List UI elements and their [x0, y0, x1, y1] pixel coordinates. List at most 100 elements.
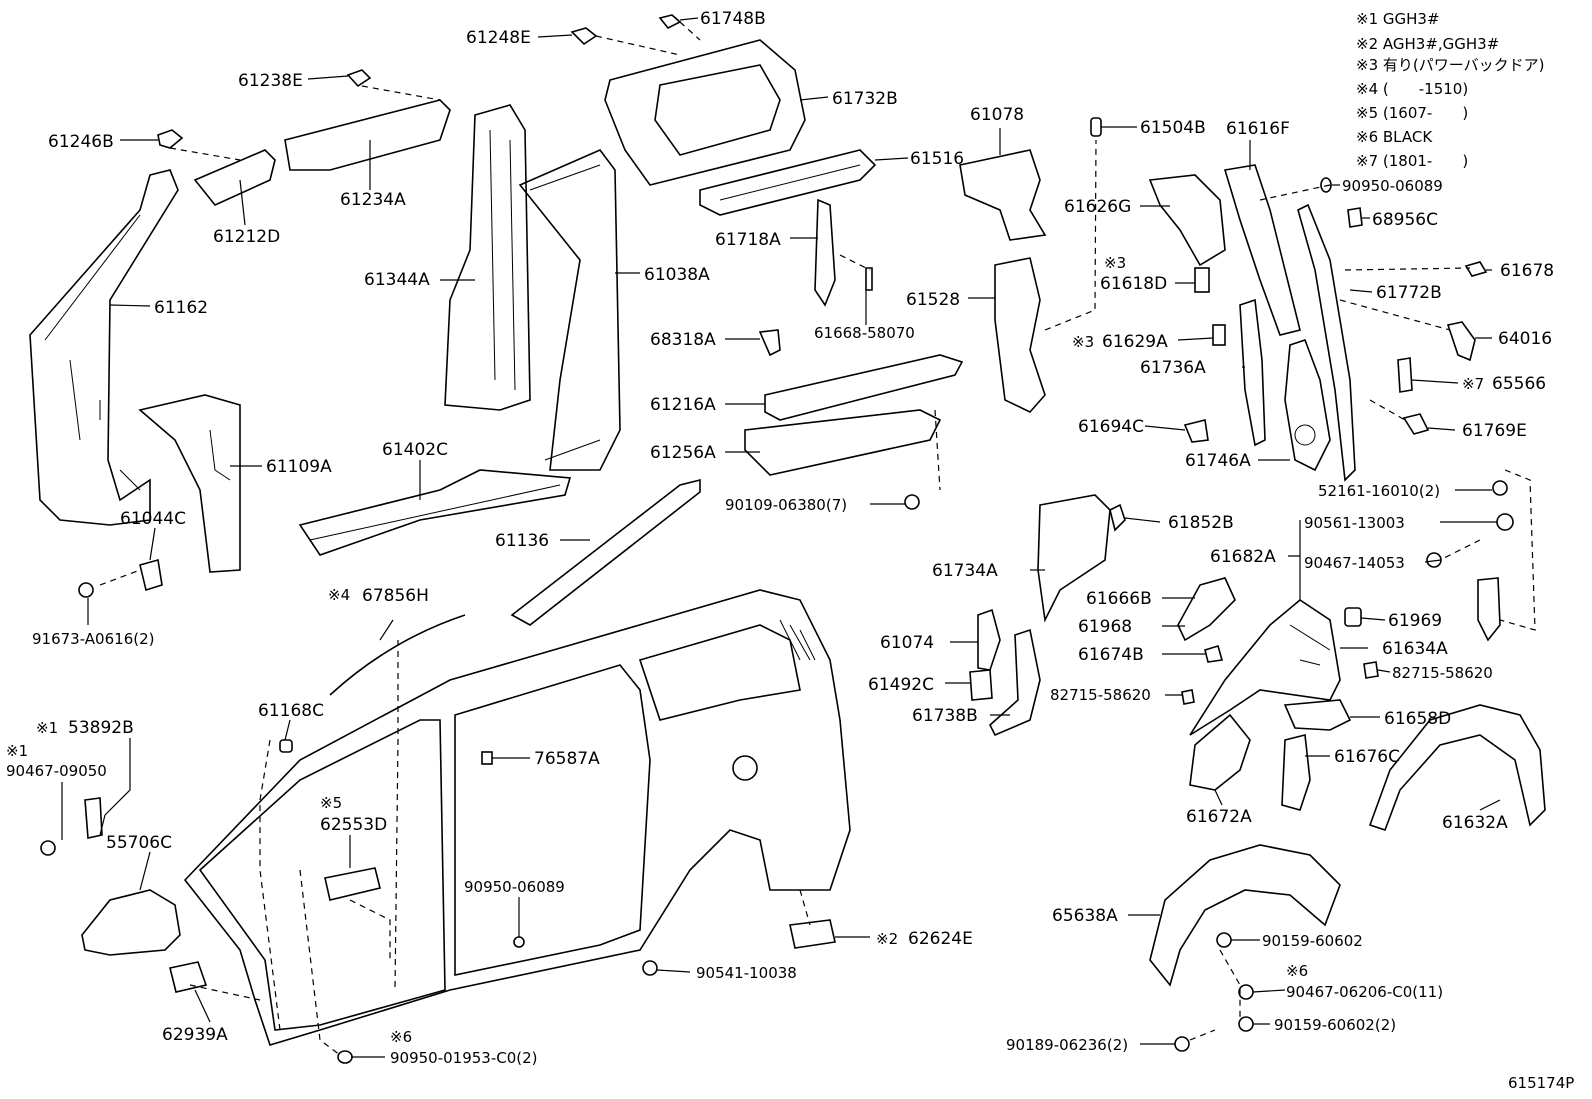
label-76587A[interactable]: 76587A — [534, 749, 600, 769]
label-61109A[interactable]: 61109A — [266, 457, 332, 477]
label-61629A[interactable]: 61629A — [1102, 332, 1168, 352]
label-91673[interactable]: 91673-A0616(2) — [32, 630, 154, 648]
label-90159-60602-2[interactable]: 90159-60602(2) — [1274, 1016, 1396, 1034]
label-90950-06089-b[interactable]: 90950-06089 — [464, 878, 565, 896]
label-65566[interactable]: 65566 — [1492, 374, 1546, 394]
label-82715-b[interactable]: 82715-58620 — [1050, 686, 1151, 704]
label-65638A[interactable]: 65638A — [1052, 906, 1118, 926]
label-61678[interactable]: 61678 — [1500, 261, 1554, 281]
part-61734A — [1037, 494, 1111, 623]
mark-7: ※7 — [1462, 375, 1484, 393]
label-61738B[interactable]: 61738B — [912, 706, 978, 726]
label-61078[interactable]: 61078 — [970, 105, 1024, 125]
label-90159-60602[interactable]: 90159-60602 — [1262, 932, 1363, 950]
label-61044C[interactable]: 61044C — [120, 509, 186, 529]
label-61516[interactable]: 61516 — [910, 149, 964, 169]
label-61732B[interactable]: 61732B — [832, 89, 898, 109]
part-90159-b — [1238, 1016, 1254, 1032]
label-61969[interactable]: 61969 — [1388, 611, 1442, 631]
label-61674B[interactable]: 61674B — [1078, 645, 1144, 665]
label-61666B[interactable]: 61666B — [1086, 589, 1152, 609]
label-53892B[interactable]: 53892B — [68, 718, 134, 738]
label-61504B[interactable]: 61504B — [1140, 118, 1206, 138]
label-61672A[interactable]: 61672A — [1186, 807, 1252, 827]
label-61694C[interactable]: 61694C — [1078, 417, 1144, 437]
part-90467-09050 — [40, 840, 56, 856]
label-61748B[interactable]: 61748B — [700, 9, 766, 29]
part-61528 — [994, 257, 1046, 413]
label-61634A[interactable]: 61634A — [1382, 639, 1448, 659]
label-61238E[interactable]: 61238E — [238, 71, 303, 91]
label-68318A[interactable]: 68318A — [650, 330, 716, 350]
label-90561[interactable]: 90561-13003 — [1304, 514, 1405, 532]
label-64016[interactable]: 64016 — [1498, 329, 1552, 349]
label-52161[interactable]: 52161-16010(2) — [1318, 482, 1440, 500]
label-90109[interactable]: 90109-06380(7) — [725, 496, 847, 514]
part-61732B — [604, 39, 806, 186]
label-61626G[interactable]: 61626G — [1064, 197, 1131, 217]
label-61402C[interactable]: 61402C — [382, 440, 448, 460]
part-61168C — [279, 739, 293, 753]
label-61668[interactable]: 61668-58070 — [814, 324, 915, 342]
part-62553D — [324, 867, 381, 901]
label-61162[interactable]: 61162 — [154, 298, 208, 318]
label-61248E[interactable]: 61248E — [466, 28, 531, 48]
label-61769E[interactable]: 61769E — [1462, 421, 1527, 441]
label-61734A[interactable]: 61734A — [932, 561, 998, 581]
part-61246B — [157, 129, 184, 149]
label-61676C[interactable]: 61676C — [1334, 747, 1400, 767]
label-61344A[interactable]: 61344A — [364, 270, 430, 290]
label-90189[interactable]: 90189-06236(2) — [1006, 1036, 1128, 1054]
label-90950-01953[interactable]: 90950-01953-C0(2) — [390, 1049, 538, 1067]
label-62553D[interactable]: 62553D — [320, 815, 387, 835]
label-62939A[interactable]: 62939A — [162, 1025, 228, 1045]
label-61658D[interactable]: 61658D — [1384, 709, 1451, 729]
label-82715-a[interactable]: 82715-58620 — [1392, 664, 1493, 682]
label-61682A[interactable]: 61682A — [1210, 547, 1276, 567]
label-61772B[interactable]: 61772B — [1376, 283, 1442, 303]
part-68956C — [1347, 207, 1363, 228]
label-61168C[interactable]: 61168C — [258, 701, 324, 721]
part-61492C — [969, 669, 993, 701]
label-90541[interactable]: 90541-10038 — [696, 964, 797, 982]
label-61074[interactable]: 61074 — [880, 633, 934, 653]
note-4: ※4 ( -1510) — [1356, 80, 1468, 98]
label-61852B[interactable]: 61852B — [1168, 513, 1234, 533]
part-62939A — [169, 961, 208, 993]
label-90467-06206[interactable]: 90467-06206-C0(11) — [1286, 983, 1443, 1001]
part-61078 — [959, 149, 1047, 241]
part-64016 — [1446, 321, 1476, 362]
label-61038A[interactable]: 61038A — [644, 265, 710, 285]
mark-5: ※5 — [320, 794, 342, 812]
label-61632A[interactable]: 61632A — [1442, 813, 1508, 833]
label-61216A[interactable]: 61216A — [650, 395, 716, 415]
label-61718A[interactable]: 61718A — [715, 230, 781, 250]
label-61736A[interactable]: 61736A — [1140, 358, 1206, 378]
label-61746A[interactable]: 61746A — [1185, 451, 1251, 471]
label-61256A[interactable]: 61256A — [650, 443, 716, 463]
label-61234A[interactable]: 61234A — [340, 190, 406, 210]
label-61246B[interactable]: 61246B — [48, 132, 114, 152]
label-61968[interactable]: 61968 — [1078, 617, 1132, 637]
label-55706C[interactable]: 55706C — [106, 833, 172, 853]
label-61136[interactable]: 61136 — [495, 531, 549, 551]
label-61616F[interactable]: 61616F — [1226, 119, 1290, 139]
part-90950-01953 — [337, 1050, 353, 1064]
label-61212D[interactable]: 61212D — [213, 227, 280, 247]
label-61618D[interactable]: 61618D — [1100, 274, 1167, 294]
label-67856H[interactable]: 67856H — [362, 586, 429, 606]
mark-4: ※4 — [328, 586, 350, 604]
part-labels: 61748B 61248E 61732B 61238E 61246B 61234… — [6, 9, 1554, 1067]
diagram-id: 615174P — [1508, 1074, 1574, 1092]
label-90950-06089-a[interactable]: 90950-06089 — [1342, 177, 1443, 195]
note-2: ※2 AGH3#,GGH3# — [1356, 35, 1499, 53]
label-90467-14053[interactable]: 90467-14053 — [1304, 554, 1405, 572]
label-90467-09050[interactable]: 90467-09050 — [6, 762, 107, 780]
label-61492C[interactable]: 61492C — [868, 675, 934, 695]
label-61528[interactable]: 61528 — [906, 290, 960, 310]
part-61634A — [1189, 599, 1341, 736]
label-68956C[interactable]: 68956C — [1372, 210, 1438, 230]
label-62624E[interactable]: 62624E — [908, 929, 973, 949]
note-5: ※5 (1607- ) — [1356, 104, 1468, 122]
part-55706C — [81, 889, 181, 956]
